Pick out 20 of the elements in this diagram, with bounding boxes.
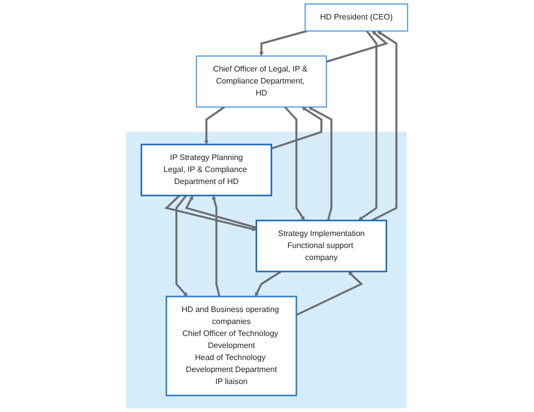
arrow: [259, 30, 308, 56]
node-box: Strategy Implementation Functional support company: [256, 220, 388, 272]
node-box: HD President (CEO): [304, 4, 408, 32]
arrow: [308, 106, 332, 221]
arrow: [255, 270, 282, 297]
arrow: [184, 195, 257, 229]
arrow: [326, 30, 388, 63]
arrow: [296, 271, 364, 316]
arrow: [212, 195, 220, 297]
arrow: [371, 30, 398, 222]
arrow: [204, 106, 226, 145]
arrow: [271, 106, 322, 150]
arrow: [164, 194, 257, 232]
arrow: [175, 194, 188, 297]
node-box: IP Strategy Planning Legal, IP & Compliance Department of HD: [140, 144, 272, 196]
node-box: HD and Business operating companies Chief Officer of Technology Development Head of Technology Development Department IP liaison: [166, 296, 298, 396]
node-box: Chief Officer of Legal, IP & Compliance Department, HD: [196, 56, 327, 108]
arrow: [284, 106, 305, 221]
arrow: [358, 30, 378, 221]
cluster: [126, 132, 407, 408]
